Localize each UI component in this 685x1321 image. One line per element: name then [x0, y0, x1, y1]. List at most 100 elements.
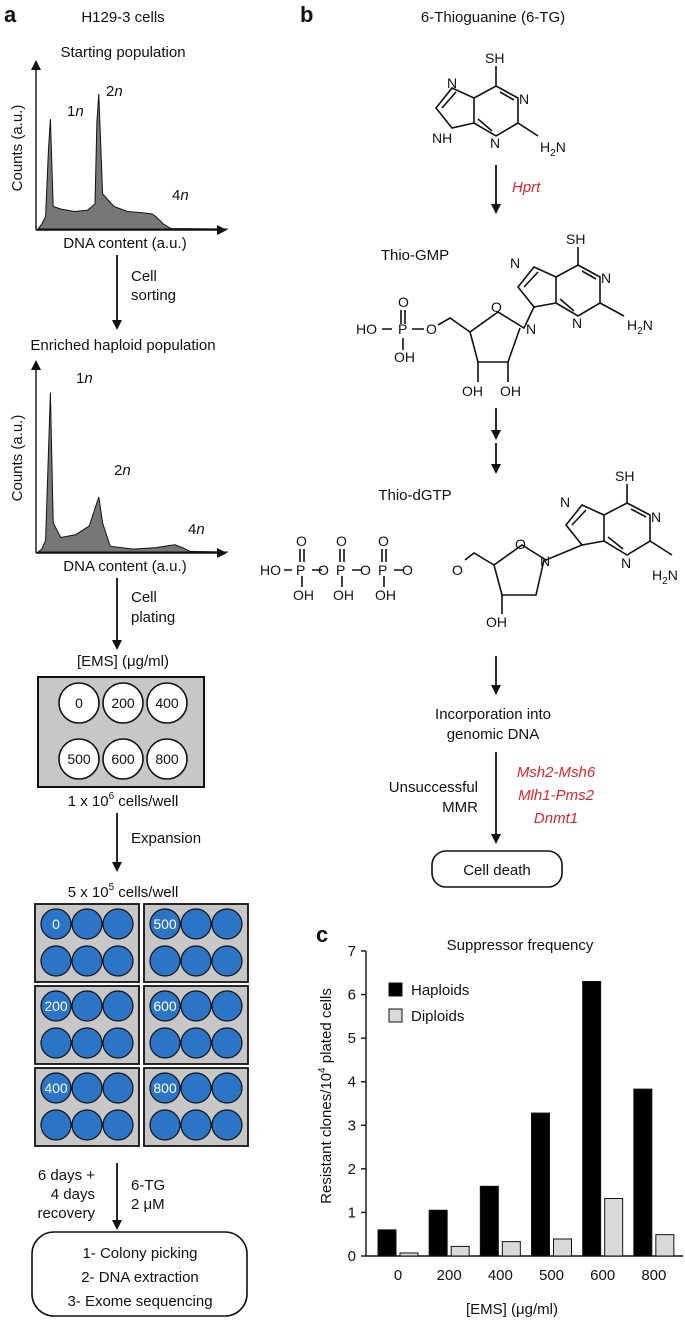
step-6tg-line2: 2 μM	[131, 1196, 165, 1213]
plate2-well	[180, 1027, 212, 1059]
bar-haploids	[633, 1088, 653, 1257]
chart-xlabel: [EMS] (μg/ml)	[466, 1301, 558, 1318]
y-tick-label: 2	[348, 1161, 356, 1178]
cell-death-box	[431, 850, 563, 888]
bar-haploids	[377, 1229, 397, 1257]
dgtp-ring-O: O	[515, 536, 526, 552]
bar-haploids	[479, 1185, 499, 1257]
x-tick-label: 200	[437, 1267, 462, 1284]
plate2-well	[211, 1109, 243, 1141]
6tg-N9H: NH	[432, 130, 452, 146]
y-tick-label: 6	[348, 987, 356, 1004]
panel-label-c: c	[316, 922, 328, 947]
plate2-well	[149, 945, 181, 977]
plate2-well	[180, 908, 212, 940]
plate2-well-dose: 0	[52, 916, 60, 932]
dgtp-Og: O	[402, 562, 413, 578]
x-tick-label: 600	[590, 1267, 615, 1284]
incorporation-line1: Incorporation into	[435, 706, 551, 723]
dgtp-N3: N	[621, 555, 631, 571]
plate2-well	[71, 945, 103, 977]
dgtp-O5: O	[452, 562, 463, 578]
gmp-NH2: H2N	[627, 317, 653, 337]
hist1-profile	[36, 93, 229, 230]
step-plating-line2: plating	[131, 609, 175, 626]
step-sorting-line1: Cell	[131, 268, 157, 285]
plate2-well	[180, 945, 212, 977]
plate1-well	[102, 682, 144, 724]
gmp-N9: N	[526, 321, 536, 337]
legend-swatch-diploids	[388, 1008, 403, 1023]
final-step-1: 1- Colony picking	[82, 1245, 197, 1262]
y-tick-label: 4	[348, 1074, 356, 1091]
plate2-well	[71, 990, 103, 1022]
gmp-SH: SH	[566, 231, 585, 247]
bar-diploids	[553, 1238, 572, 1257]
hist2-profile	[36, 392, 229, 553]
step-recovery-line2: 4 days	[51, 1186, 95, 1203]
dgtp-Pg-O: O	[378, 533, 389, 549]
plate2-well	[71, 1027, 103, 1059]
x-tick-label: 0	[394, 1267, 402, 1284]
y-tick-label: 7	[348, 943, 356, 960]
6tg-SH: SH	[485, 50, 504, 66]
chart-ylabel: Resistant clones/104 plated cells	[317, 988, 335, 1204]
plate2-well	[149, 990, 181, 1022]
dgtp-HO: HO	[260, 562, 281, 578]
plate2-well	[102, 1027, 134, 1059]
dgtp-SH: SH	[615, 468, 634, 484]
plate2-well	[40, 908, 72, 940]
bar-diploids	[399, 1252, 419, 1257]
hist2-peak-1n: 1n	[76, 370, 93, 387]
hist2-peak-4n: 4n	[188, 521, 205, 538]
structure-thio-gmp: SH N N N N O O O P HO OH OH OH H2N	[356, 231, 653, 399]
plate2-well-dose: 200	[44, 998, 68, 1014]
cell-line-title: H129-3 cells	[81, 9, 164, 26]
mmr-gene-3: Dnmt1	[534, 810, 578, 827]
mmr-gene-1: Msh2-Msh6	[517, 764, 596, 781]
structure-6-thioguanine: SH N N N NH H2N	[432, 50, 566, 159]
panel-label-b: b	[300, 2, 313, 27]
plate1-well	[58, 682, 100, 724]
dgtp-Pb-O: O	[336, 533, 347, 549]
gmp-N3: N	[572, 315, 582, 331]
final-step-2: 2- DNA extraction	[81, 1269, 199, 1286]
plate2-well	[40, 990, 72, 1022]
plate2-well	[102, 1072, 134, 1104]
6tg-NH2: H2N	[540, 139, 566, 159]
enzyme-hprt: Hprt	[512, 179, 541, 196]
plate2-well	[102, 990, 134, 1022]
plate2-well	[102, 908, 134, 940]
gmp-N7: N	[510, 255, 520, 271]
gmp-2OH: OH	[500, 383, 521, 399]
plate1-well-dose: 500	[67, 751, 91, 767]
plate2-well-dose: 800	[153, 1080, 177, 1096]
x-tick-label: 400	[488, 1267, 513, 1284]
step-sorting-line2: sorting	[131, 287, 176, 304]
plate2-well	[149, 908, 181, 940]
plate1-well	[146, 682, 188, 724]
hist1-xlabel: DNA content (a.u.)	[63, 235, 186, 252]
x-tick-label: 800	[641, 1267, 666, 1284]
legend-label-haploids: Haploids	[411, 982, 469, 999]
y-tick-label: 1	[348, 1204, 356, 1221]
plate2-well	[71, 1072, 103, 1104]
bar-diploids	[604, 1197, 624, 1257]
gmp-ring-O: O	[491, 299, 502, 315]
6tg-N1: N	[519, 91, 529, 107]
mmr-line1: Unsuccessful	[389, 779, 478, 796]
gmp-P-OH: OH	[394, 349, 415, 365]
plate1-well-dose: 600	[111, 751, 135, 767]
dgtp-Pa-OH: OH	[293, 587, 314, 603]
plate1-well-dose: 800	[155, 751, 179, 767]
cells-per-well-1: 1 x 106 cells/well	[68, 791, 179, 810]
plate2-well	[149, 1027, 181, 1059]
gmp-P-O: O	[398, 294, 409, 310]
plate2-well	[211, 908, 243, 940]
mmr-gene-2: Mlh1-Pms2	[518, 787, 595, 804]
plate2-well	[180, 1072, 212, 1104]
legend-swatch-haploids	[388, 982, 403, 997]
compound-thio-gmp-name: Thio-GMP	[381, 247, 449, 264]
